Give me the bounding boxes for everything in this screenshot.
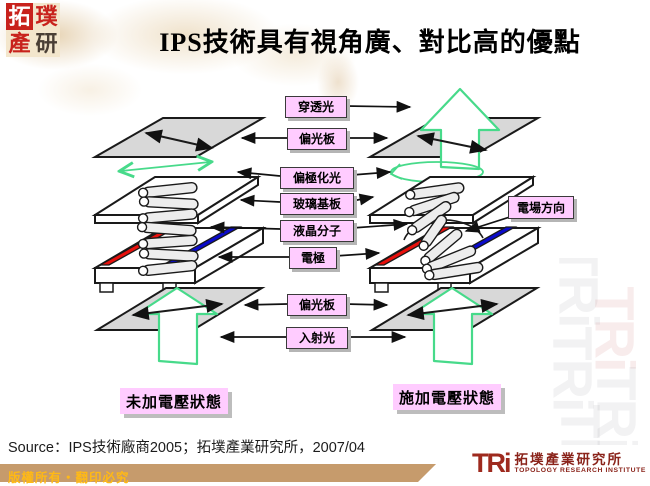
state-label-voltage-applied: 施加電壓狀態	[393, 384, 501, 410]
callout-connectors	[209, 100, 514, 343]
polarization-axis-arrow	[144, 129, 214, 152]
logo-char: 璞	[33, 3, 60, 30]
transmitted-light-arrow	[419, 87, 501, 171]
tri-logo-cn: 拓墣產業研究所	[514, 451, 623, 467]
source-text: Source：IPS技術廠商2005；拓墣產業研究所，2007/04	[8, 440, 365, 456]
label-polarized-light: 偏極化光	[280, 167, 354, 189]
copyright-text: 版權所有‧翻印必究	[8, 471, 130, 485]
right-stack	[366, 87, 542, 366]
label-electrode: 電極	[289, 247, 337, 269]
label-glass-substrate: 玻璃基板	[280, 193, 354, 215]
label-polarizer-top: 偏光板	[287, 128, 347, 150]
polarization-axis-arrow	[131, 298, 224, 321]
brand-logo: 拓 璞 產 研	[6, 3, 60, 57]
label-lc-molecule: 液晶分子	[280, 220, 354, 242]
tri-logo-en: TOPOLOGY RESEARCH INSTITUTE	[514, 467, 646, 475]
label-efield-direction: 電場方向	[508, 196, 574, 219]
label-polarizer-bottom: 偏光板	[287, 294, 347, 316]
logo-char: 產	[6, 30, 33, 57]
lc-molecules	[404, 182, 484, 281]
label-incident-light: 入射光	[286, 327, 348, 349]
state-label-no-voltage: 未加電壓狀態	[120, 388, 228, 414]
lc-molecules	[136, 182, 199, 277]
polarized-light-arrow	[121, 162, 210, 171]
logo-char: 拓	[6, 3, 33, 30]
logo-char: 研	[33, 30, 60, 57]
top-polarizer-plate	[91, 117, 267, 158]
tri-logo-mark: TRi	[471, 448, 511, 478]
tri-logo: TRi 拓墣產業研究所 TOPOLOGY RESEARCH INSTITUTE	[418, 445, 650, 482]
page-title: IPS技術具有視角廣、對比高的優點	[159, 28, 581, 57]
label-transmitted-light: 穿透光	[285, 96, 347, 118]
polarization-axis-arrow	[416, 132, 488, 154]
polarization-axis-arrow	[406, 298, 499, 321]
left-stack	[91, 117, 267, 366]
